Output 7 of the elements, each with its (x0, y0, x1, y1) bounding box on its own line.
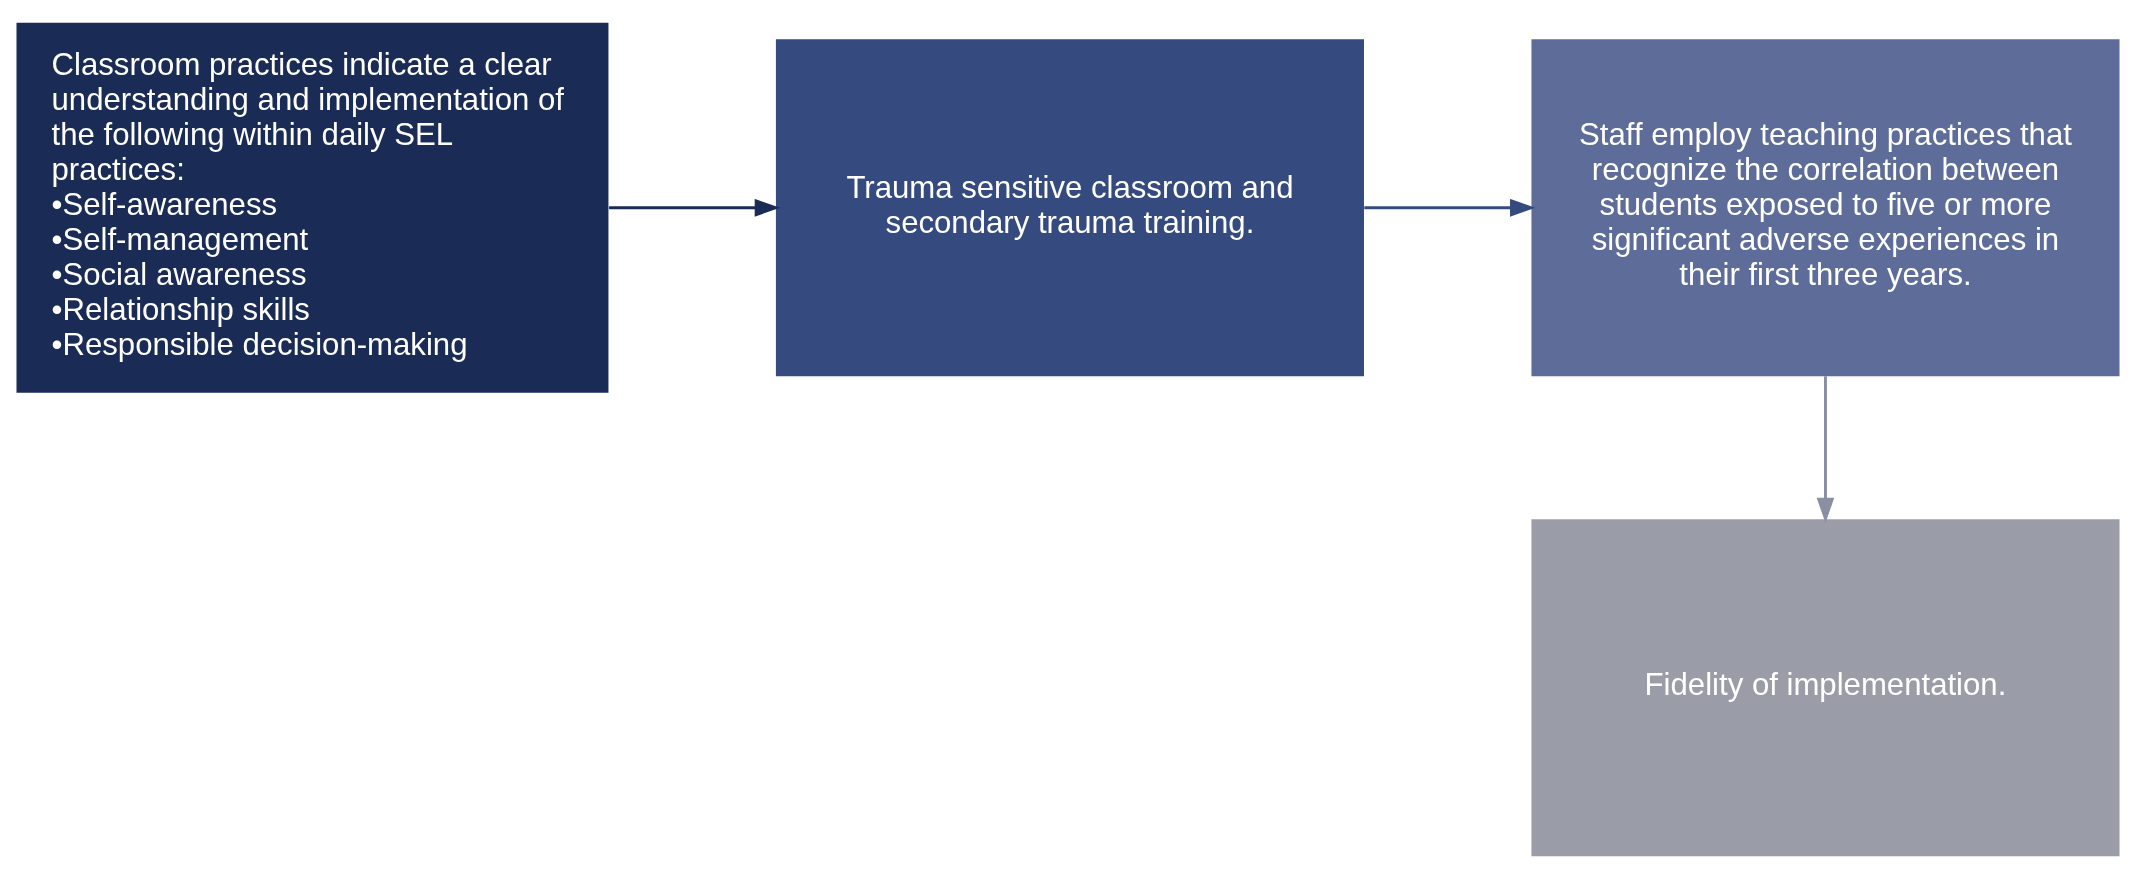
arrow (1816, 376, 1835, 524)
node-box: Trauma sensitive classroom and secondary trauma training. (775, 39, 1364, 377)
node-box: Classroom practices indicate a clear understanding and implementation of the following within daily SEL practices: •Self-awareness •Self-management •Social awareness •Relationship skills •Responsible decision-making (16, 22, 609, 393)
arrow (1364, 198, 1536, 217)
node-box: Staff employ teaching practices that recognize the correlation between students exposed to five or more significant adverse experiences in their first three years. (1531, 39, 2120, 377)
arrow (609, 198, 781, 217)
node-box: Fidelity of implementation. (1531, 519, 2120, 857)
